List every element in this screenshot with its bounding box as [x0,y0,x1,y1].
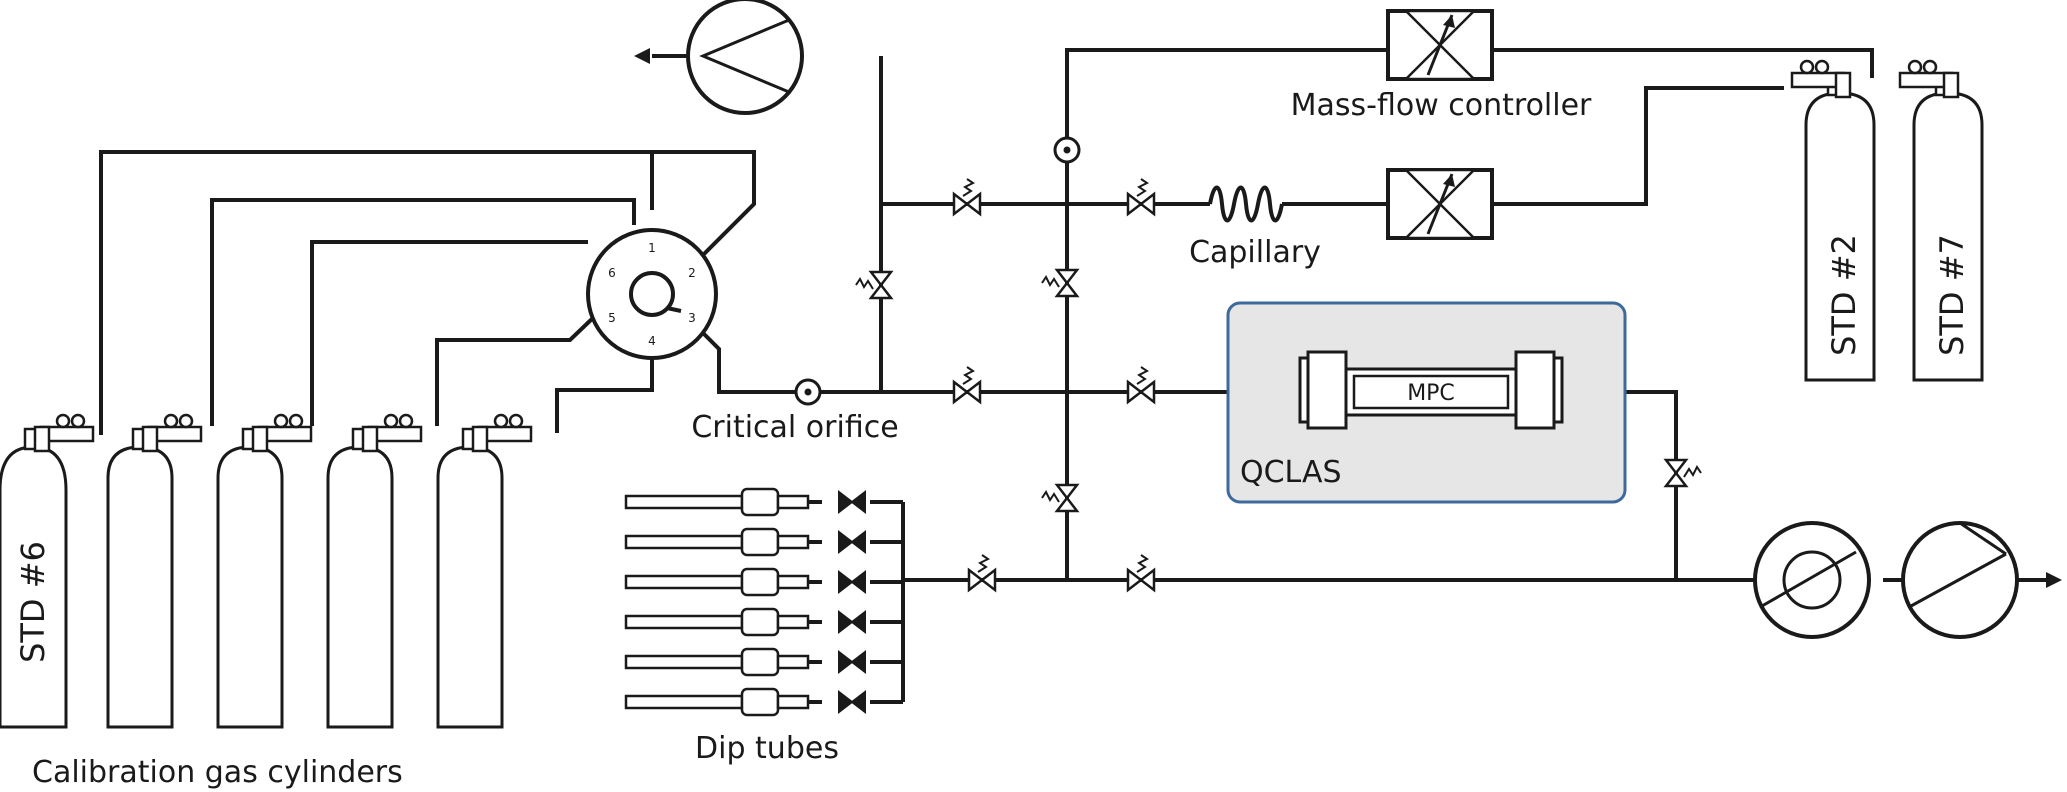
critical-orifice [794,378,822,406]
valve-4 [1126,365,1156,404]
dip-tube-4 [624,607,810,637]
exhaust-arrow [2046,572,2062,588]
cylinder-5 [436,413,533,729]
mpc-label: MPC [1407,381,1455,406]
valve-2 [1126,177,1156,216]
port-4: 4 [648,334,656,348]
dip-valve-4 [838,611,866,633]
port-3: 3 [688,311,696,325]
dip-tube-1 [624,487,810,517]
mfc-label: Mass-flow controller [1291,88,1592,123]
valve-7 [854,270,893,300]
dip-valve-2 [838,531,866,553]
cylinder-3 [216,413,313,729]
port-2: 2 [688,266,696,280]
dip-tube-3 [624,567,810,597]
dip-valve-3 [838,571,866,593]
dip-valve-6 [838,691,866,713]
cylinder-std7: STD #7 [1898,59,1984,382]
port-6: 6 [608,266,616,280]
vacuum-pump-2 [1901,521,2019,639]
capillary-label: Capillary [1189,235,1321,270]
cylinder-2 [106,413,203,729]
orifice-top [1053,136,1081,164]
vent-arrow [634,48,650,64]
qclas-label: QCLAS [1240,455,1342,490]
cylinder-4 [326,413,423,729]
dip-tube-5 [624,647,810,677]
mass-flow-controller-capillary [1386,168,1494,240]
cylinder-label-std7: STD #7 [1933,234,1971,356]
valve-8 [1040,268,1079,298]
valve-10 [1664,458,1703,488]
cylinder-label-std6: STD #6 [14,541,52,663]
valve-6 [1126,553,1156,592]
valve-5 [967,553,997,592]
cylinder-std2: STD #2 [1790,59,1876,382]
qclas-box: MPC QCLAS [1226,301,1627,504]
calibration-cylinders: STD #6 Calibration gas cylinders [0,413,533,790]
critical-orifice-label: Critical orifice [691,410,898,445]
port-1: 1 [648,241,656,255]
valve-1 [952,177,982,216]
dip-valve-1 [838,491,866,513]
piping [99,48,2062,704]
calibration-label: Calibration gas cylinders [32,755,403,790]
mass-flow-controller-top [1386,9,1494,81]
valve-9 [1040,483,1079,513]
dip-tube-6 [624,687,810,717]
dip-tubes: Dip tubes [624,487,866,766]
cylinder-label-std2: STD #2 [1825,234,1863,356]
port-5: 5 [608,311,616,325]
dip-tubes-label: Dip tubes [695,731,839,766]
dip-valve-5 [838,651,866,673]
sampling-pump [686,0,804,115]
stream-selector-valve: 1 2 3 4 5 6 [586,228,718,360]
valve-3 [952,365,982,404]
cylinder-std6: STD #6 [0,413,95,729]
dip-tube-2 [624,527,810,557]
vacuum-pump-1 [1753,521,1871,639]
